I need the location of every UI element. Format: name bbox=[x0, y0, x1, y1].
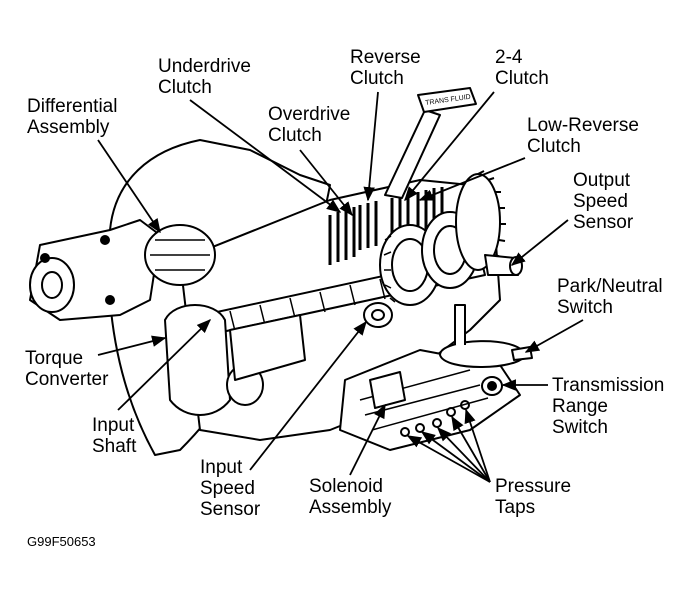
leader-2-4-clutch bbox=[404, 91, 495, 202]
label-output-speed-sensor: Output Speed Sensor bbox=[573, 170, 634, 233]
leader-underdrive-clutch bbox=[189, 99, 342, 213]
label-transmission-range-switch: Transmission Range Switch bbox=[552, 375, 665, 438]
label-input-shaft: Input Shaft bbox=[92, 415, 137, 457]
leader-lines bbox=[97, 91, 584, 483]
leader-solenoid-assembly bbox=[349, 403, 386, 476]
leader-park-neutral-switch bbox=[524, 319, 584, 353]
figure-id: G99F50653 bbox=[27, 534, 96, 549]
label-differential-assembly: Differential Assembly bbox=[27, 96, 118, 138]
dipstick-handle bbox=[417, 87, 477, 113]
leader-low-reverse-clutch bbox=[418, 157, 526, 201]
label-reverse-clutch: Reverse Clutch bbox=[350, 47, 421, 89]
label-2-4-clutch: 2-4 Clutch bbox=[495, 47, 549, 89]
label-underdrive-clutch: Underdrive Clutch bbox=[158, 56, 251, 98]
label-pressure-taps: Pressure Taps bbox=[495, 476, 572, 518]
label-torque-converter: Torque Converter bbox=[25, 348, 109, 390]
transaxle-drawing bbox=[29, 87, 533, 456]
label-low-reverse-clutch: Low-Reverse Clutch bbox=[527, 115, 639, 157]
label-input-speed-sensor: Input Speed Sensor bbox=[200, 457, 261, 520]
pressure-tap-fittings bbox=[400, 400, 470, 437]
leader-reverse-clutch bbox=[363, 91, 379, 202]
dipstick-tube bbox=[384, 109, 441, 199]
input-sensor-body bbox=[363, 302, 393, 328]
leader-torque-converter bbox=[97, 335, 167, 356]
label-solenoid-assembly: Solenoid Assembly bbox=[309, 476, 392, 518]
torque-converter-drawing bbox=[164, 304, 231, 416]
label-overdrive-clutch: Overdrive Clutch bbox=[268, 104, 351, 146]
leader-pressure-tap-4 bbox=[451, 415, 491, 483]
label-park-neutral-switch: Park/Neutral Switch bbox=[557, 276, 663, 318]
leader-pressure-tap-3 bbox=[437, 426, 491, 483]
leader-output-speed-sensor bbox=[510, 219, 569, 266]
leader-input-speed-sensor bbox=[249, 320, 367, 471]
leader-pressure-tap-5 bbox=[464, 408, 491, 483]
leader-pressure-tap-2 bbox=[420, 431, 491, 483]
leader-overdrive-clutch bbox=[299, 149, 353, 217]
axle-flange bbox=[29, 257, 75, 313]
leader-input-shaft bbox=[117, 318, 212, 411]
leader-differential-assembly bbox=[97, 139, 161, 234]
